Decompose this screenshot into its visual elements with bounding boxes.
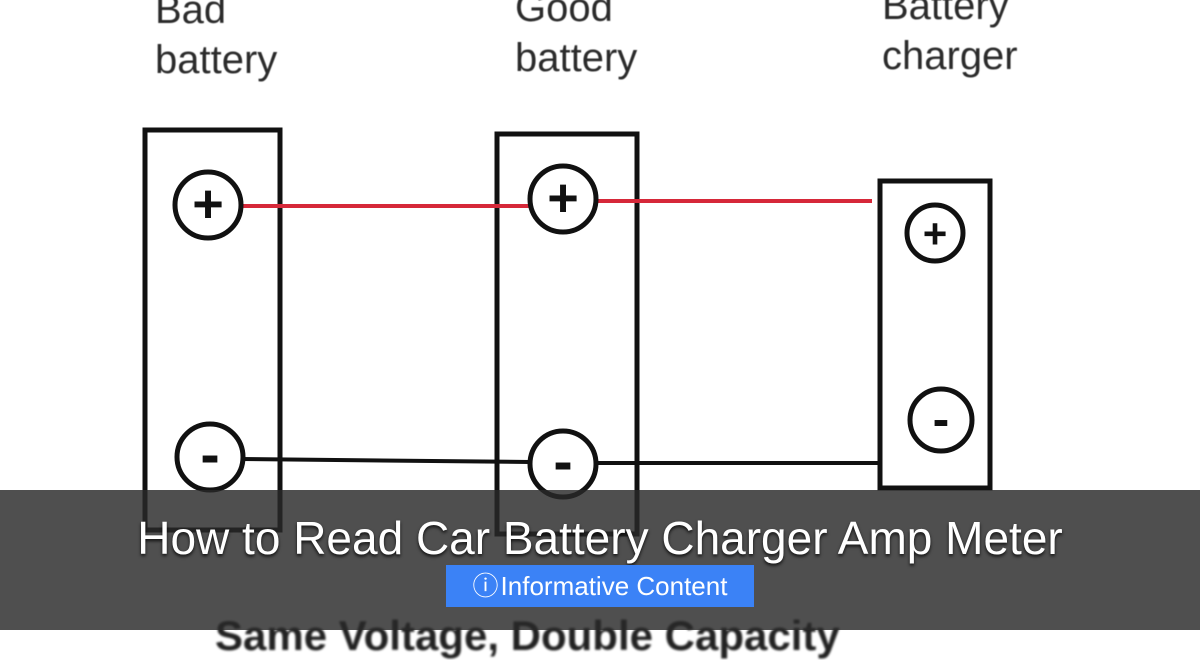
minus-sign: -	[933, 391, 950, 447]
informative-content-badge: ⓘInformative Content	[446, 565, 754, 607]
charger-label-line2: charger	[882, 34, 1018, 78]
charger-box	[877, 178, 993, 491]
good-battery-label-line1: Good	[515, 0, 613, 30]
page-title: How to Read Car Battery Charger Amp Mete…	[137, 512, 1063, 564]
terminal-signs: + + + - - -	[192, 168, 949, 494]
bad-battery-label-line1: Bad	[155, 0, 227, 32]
info-icon: ⓘ	[472, 571, 499, 601]
good-battery-positive-terminal	[527, 163, 599, 235]
minus-sign: -	[200, 422, 219, 487]
charger-positive-terminal	[904, 202, 966, 264]
bad-battery-label-line2: battery	[155, 38, 278, 82]
bad-battery-positive-terminal	[172, 169, 244, 241]
good-battery-label-line2: battery	[515, 36, 638, 80]
minus-sign: -	[553, 429, 572, 494]
negative-wire-bad-to-good	[239, 457, 531, 464]
badge-label: Informative Content	[500, 571, 728, 601]
charger-negative-terminal	[907, 386, 975, 454]
charger-label-line1: Battery	[882, 0, 1009, 28]
plus-sign: +	[192, 174, 224, 234]
positive-wires	[240, 199, 872, 208]
plus-sign: +	[923, 210, 948, 257]
negative-wires	[239, 457, 880, 465]
plus-sign: +	[547, 168, 579, 228]
